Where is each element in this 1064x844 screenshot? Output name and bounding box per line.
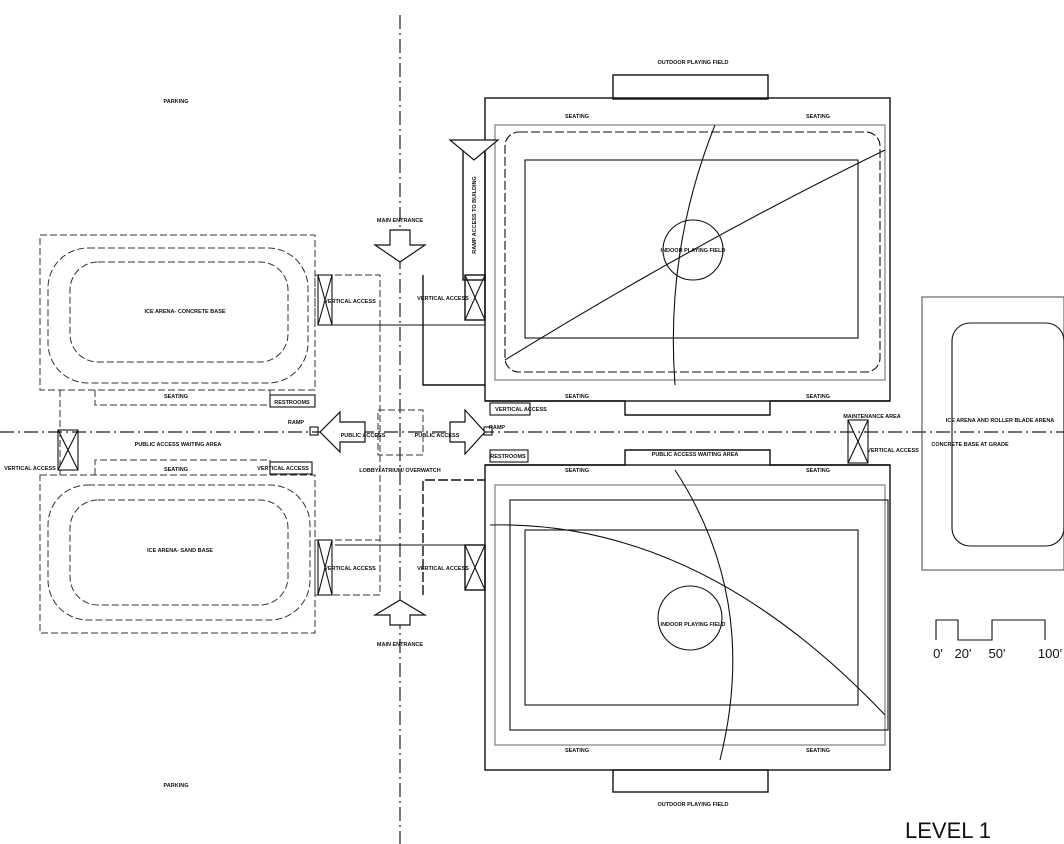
seating-label: SEATING bbox=[565, 394, 589, 400]
indoor-field-top-building bbox=[484, 74, 891, 402]
public-access-label: PUBLIC ACCESS bbox=[341, 433, 386, 439]
scale-label-100: 100' bbox=[1038, 646, 1062, 661]
seating-label: SEATING bbox=[565, 114, 589, 120]
scale-label-50: 50' bbox=[989, 646, 1006, 661]
scale-bar bbox=[935, 619, 1046, 641]
indoor-field-bottom-building bbox=[464, 464, 891, 793]
public-waiting-right-label: PUBLIC ACCESS WAITING AREA bbox=[652, 452, 739, 458]
main-entrance-bottom-label: MAIN ENTRANCE bbox=[377, 642, 423, 648]
maintenance-label: MAINTENANCE AREA bbox=[843, 414, 901, 420]
ice-arena-bottom bbox=[39, 474, 316, 634]
ramp-short-label: RAMP bbox=[288, 420, 305, 426]
seating-label: SEATING bbox=[164, 394, 188, 400]
scale-label-20: 20' bbox=[955, 646, 972, 661]
indoor-field-top-label: INDOOR PLAYING FIELD bbox=[661, 248, 726, 254]
level-label: LEVEL 1 bbox=[905, 818, 991, 843]
parking-top-label: PARKING bbox=[164, 99, 189, 105]
vertical-access-label: VERTICAL ACCESS bbox=[417, 566, 469, 572]
main-entrance-top-arrow-icon bbox=[373, 229, 427, 263]
public-access-label: PUBLIC ACCESS bbox=[415, 433, 460, 439]
indoor-field-bottom-label: INDOOR PLAYING FIELD bbox=[661, 622, 726, 628]
vertical-access-label: VERTICAL ACCESS bbox=[867, 448, 919, 454]
public-access-left-arrow-icon bbox=[319, 410, 366, 454]
main-entrance-top-label: MAIN ENTRANCE bbox=[377, 218, 423, 224]
vertical-access-label: VERTICAL ACCESS bbox=[4, 466, 56, 472]
vertical-access-label: VERTICAL ACCESS bbox=[495, 407, 547, 413]
seating-label: SEATING bbox=[806, 748, 830, 754]
ramp-access-label: RAMP ACCESS TO BUILDING bbox=[472, 176, 478, 254]
outdoor-field-bottom-tab bbox=[612, 769, 769, 793]
ice-roller-arena-label: ICE ARENA AND ROLLER BLADE ARENA bbox=[946, 418, 1055, 424]
seating-label: SEATING bbox=[565, 748, 589, 754]
roller-arena bbox=[921, 296, 1064, 571]
public-access-right-arrow-icon bbox=[449, 408, 486, 456]
vertical-access-label: VERTICAL ACCESS bbox=[257, 466, 309, 472]
restrooms-label: RESTROOMS bbox=[490, 454, 526, 460]
lobby-label: LOBBY/ ATRIUM/ OVERWATCH bbox=[359, 468, 440, 474]
public-waiting-left-label: PUBLIC ACCESS WAITING AREA bbox=[135, 442, 222, 448]
left-connectors bbox=[57, 274, 493, 596]
vertical-access-label: VERTICAL ACCESS bbox=[324, 299, 376, 305]
outdoor-field-bottom-label: OUTDOOR PLAYING FIELD bbox=[658, 802, 729, 808]
seating-label: SEATING bbox=[806, 114, 830, 120]
ramp-arrow-icon bbox=[448, 139, 500, 161]
center-circle-bottom bbox=[657, 585, 723, 651]
ice-arena-sand-label: ICE ARENA- SAND BASE bbox=[147, 548, 213, 554]
concrete-grade-label: CONCRETE BASE AT GRADE bbox=[931, 442, 1009, 448]
seating-label: SEATING bbox=[164, 467, 188, 473]
center-circle-top bbox=[662, 219, 724, 281]
seating-label: SEATING bbox=[565, 468, 589, 474]
ramp-structure bbox=[448, 139, 500, 321]
seating-label: SEATING bbox=[806, 394, 830, 400]
outdoor-field-top-tab bbox=[612, 74, 769, 100]
ramp-short-label: RAMP bbox=[489, 425, 506, 431]
vertical-access-label: VERTICAL ACCESS bbox=[324, 566, 376, 572]
ice-arena-concrete-label: ICE ARENA- CONCRETE BASE bbox=[144, 309, 225, 315]
parking-bottom-label: PARKING bbox=[164, 783, 189, 789]
restrooms-label: RESTROOMS bbox=[274, 400, 310, 406]
outdoor-field-top-label: OUTDOOR PLAYING FIELD bbox=[658, 60, 729, 66]
main-entrance-bottom-arrow-icon bbox=[372, 599, 428, 626]
seating-label: SEATING bbox=[806, 468, 830, 474]
vertical-access-label: VERTICAL ACCESS bbox=[417, 296, 469, 302]
scale-label-0: 0' bbox=[933, 646, 943, 661]
